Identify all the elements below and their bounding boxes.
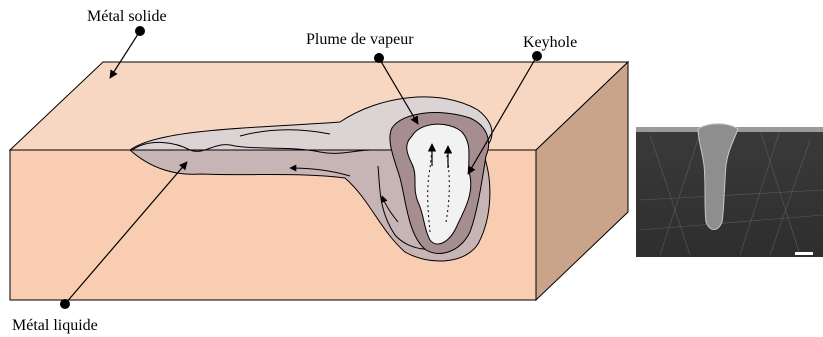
label-keyhole: Keyhole <box>523 34 577 51</box>
scale-bar <box>795 252 813 255</box>
label-liquid-metal: Métal liquide <box>12 317 98 334</box>
weld-cross-section-photo <box>636 107 823 257</box>
leader-dot <box>374 53 384 63</box>
leader-dot <box>60 299 70 309</box>
leader-dot <box>532 51 542 61</box>
metal-block <box>10 62 628 300</box>
label-vapor-plume: Plume de vapeur <box>306 31 414 48</box>
label-solid-metal: Métal solide <box>87 8 167 25</box>
leader-dot <box>135 26 145 36</box>
